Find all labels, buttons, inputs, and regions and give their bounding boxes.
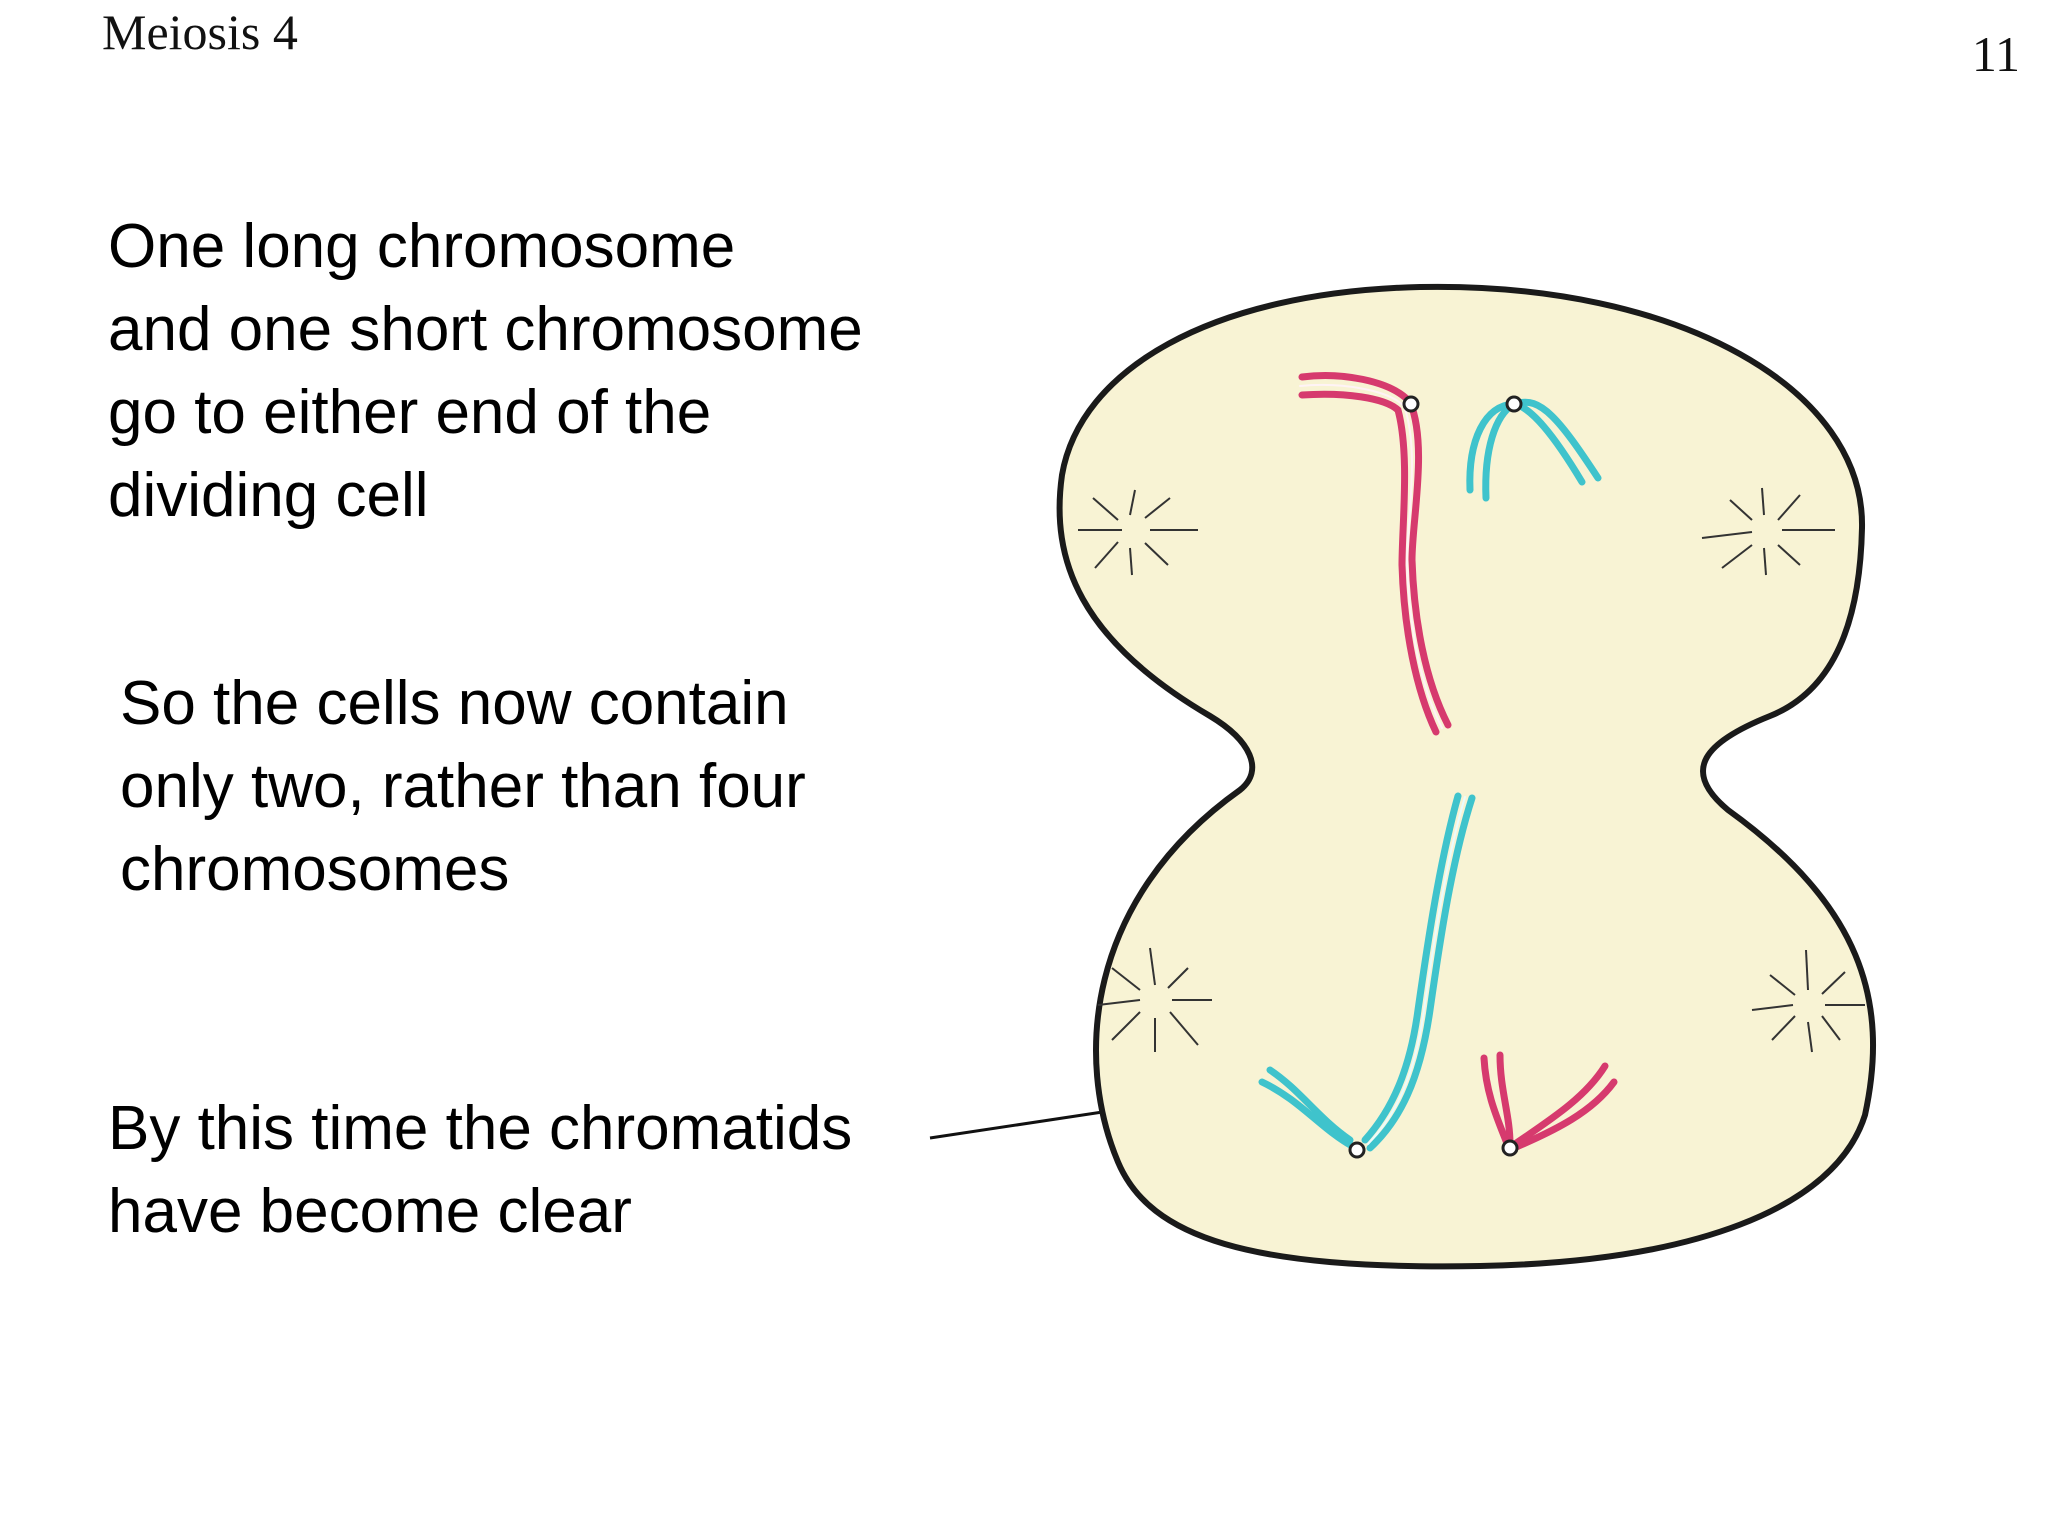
chromosome-short-pink-bottom — [1480, 1051, 1618, 1157]
caption-line: dividing cell — [108, 461, 429, 530]
centrosome-top-left — [1078, 489, 1198, 576]
slide-number: 11 — [1971, 26, 2020, 82]
caption-line: One long chromosome — [108, 212, 736, 281]
centrosome-bottom-right — [1751, 949, 1865, 1053]
centrosome-top-right — [1701, 487, 1835, 576]
caption-line: chromosomes — [120, 835, 510, 904]
caption-chromosome-count: So the cells now contain only two, rathe… — [120, 662, 806, 911]
centrosome-bottom-left — [1097, 947, 1212, 1052]
caption-line: have become clear — [108, 1177, 632, 1246]
caption-line: go to either end of the — [108, 378, 712, 447]
caption-line: only two, rather than four — [120, 752, 806, 821]
caption-chromosome-distribution: One long chromosome and one short chromo… — [108, 205, 863, 537]
chromosome-long-pink-top — [1298, 372, 1452, 736]
caption-line: and one short chromosome — [108, 295, 863, 364]
caption-chromatids: By this time the chromatids have become … — [108, 1087, 852, 1253]
caption-line: So the cells now contain — [120, 669, 789, 738]
slide-title: Meiosis 4 — [102, 4, 298, 60]
cell-membrane — [1056, 283, 1877, 1270]
chromosome-long-cyan-bottom — [1258, 792, 1476, 1159]
caption-line: By this time the chromatids — [108, 1094, 853, 1163]
chromosome-short-cyan-top — [1466, 395, 1602, 502]
